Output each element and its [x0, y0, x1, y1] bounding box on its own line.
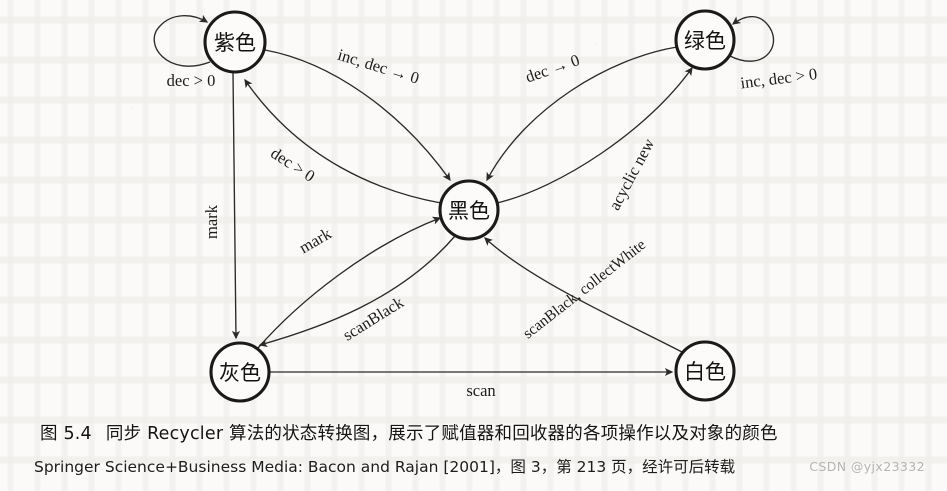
edge-label-purple-to-black: inc, dec → 0	[335, 45, 421, 88]
caption-text: 同步 Recycler 算法的状态转换图，展示了赋值器和回收器的各项操作以及对象…	[105, 424, 778, 444]
node-gray-label: 灰色	[219, 361, 261, 385]
edge-label-gray-to-white: scan	[466, 381, 495, 400]
node-green-label: 绿色	[684, 29, 726, 53]
edge-path	[496, 66, 693, 204]
edge-purple-to-gray: mark	[202, 72, 240, 340]
edge-path	[729, 15, 775, 62]
edge-purple-self-loop: dec > 0	[153, 14, 216, 90]
node-purple[interactable]: 紫色	[203, 10, 267, 74]
node-white[interactable]: 白色	[674, 340, 736, 402]
edge-label-black-to-purple: dec > 0	[267, 143, 318, 185]
edge-label-purple-self: dec > 0	[167, 71, 216, 90]
node-gray-circle[interactable]	[209, 341, 271, 403]
caption-line-2: Springer Science+Business Media: Bacon a…	[34, 458, 736, 476]
edge-path	[153, 14, 211, 67]
edge-path	[231, 72, 240, 340]
edge-path	[486, 46, 678, 182]
node-black-circle[interactable]	[438, 179, 500, 241]
edge-label-gray-to-black: mark	[296, 223, 336, 257]
state-transition-diagram: dec > 0 inc, dec > 0 inc, dec → 0 dec → …	[153, 9, 818, 403]
edge-gray-to-white: scan	[270, 367, 674, 400]
edge-path	[484, 237, 683, 353]
edge-label-black-to-green: acyclic new	[605, 135, 659, 213]
caption-number: 图 5.4	[40, 424, 92, 444]
edge-label-green-self: inc, dec > 0	[739, 64, 818, 92]
edge-path	[258, 235, 456, 347]
edge-label-purple-to-gray: mark	[202, 204, 221, 239]
node-green-circle[interactable]	[674, 9, 736, 71]
edge-path	[244, 78, 442, 204]
node-black[interactable]: 黑色	[438, 179, 500, 241]
edge-path	[264, 49, 451, 182]
figure-caption: 图 5.4 同步 Recycler 算法的状态转换图，展示了赋值器和回收器的各项操…	[0, 415, 947, 491]
edge-path	[257, 216, 442, 349]
node-black-label: 黑色	[448, 199, 490, 223]
edge-label-black-to-gray: scanBlack	[339, 292, 407, 344]
edge-green-self-loop: inc, dec > 0	[729, 15, 818, 92]
node-white-circle[interactable]	[674, 340, 736, 402]
csdn-watermark: CSDN @yjx23332	[809, 459, 925, 474]
node-purple-label: 紫色	[214, 31, 256, 55]
node-purple-circle[interactable]	[203, 10, 267, 74]
edge-black-to-gray: scanBlack	[258, 235, 456, 347]
node-gray[interactable]: 灰色	[209, 341, 271, 403]
node-green[interactable]: 绿色	[674, 9, 736, 71]
edge-white-to-black: scanBlack, collectWhite	[484, 236, 683, 353]
edge-label-green-to-black: dec → 0	[523, 50, 582, 86]
edge-black-to-purple: dec > 0	[244, 78, 442, 204]
caption-line-1: 图 5.4 同步 Recycler 算法的状态转换图，展示了赋值器和回收器的各项操…	[40, 420, 778, 445]
node-white-label: 白色	[684, 360, 726, 384]
edge-black-to-green: acyclic new	[496, 66, 693, 213]
